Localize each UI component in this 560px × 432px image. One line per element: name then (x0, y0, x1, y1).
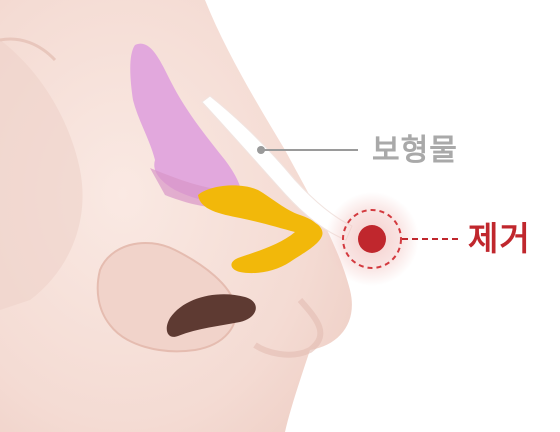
removal-label: 제거 (468, 219, 531, 258)
eye-fold (0, 37, 57, 62)
nose-tip-shadow (253, 297, 324, 358)
implant-label: 보형물 (372, 133, 458, 168)
cheek-shadow (0, 40, 83, 310)
pink-cartilage (130, 43, 242, 203)
face-skin (0, 0, 352, 432)
nostril (166, 294, 256, 337)
implant-leader-dot (257, 146, 265, 154)
removal-dot (358, 225, 386, 253)
removal-dashed-ring (342, 209, 402, 269)
yellow-cartilage (198, 185, 323, 274)
